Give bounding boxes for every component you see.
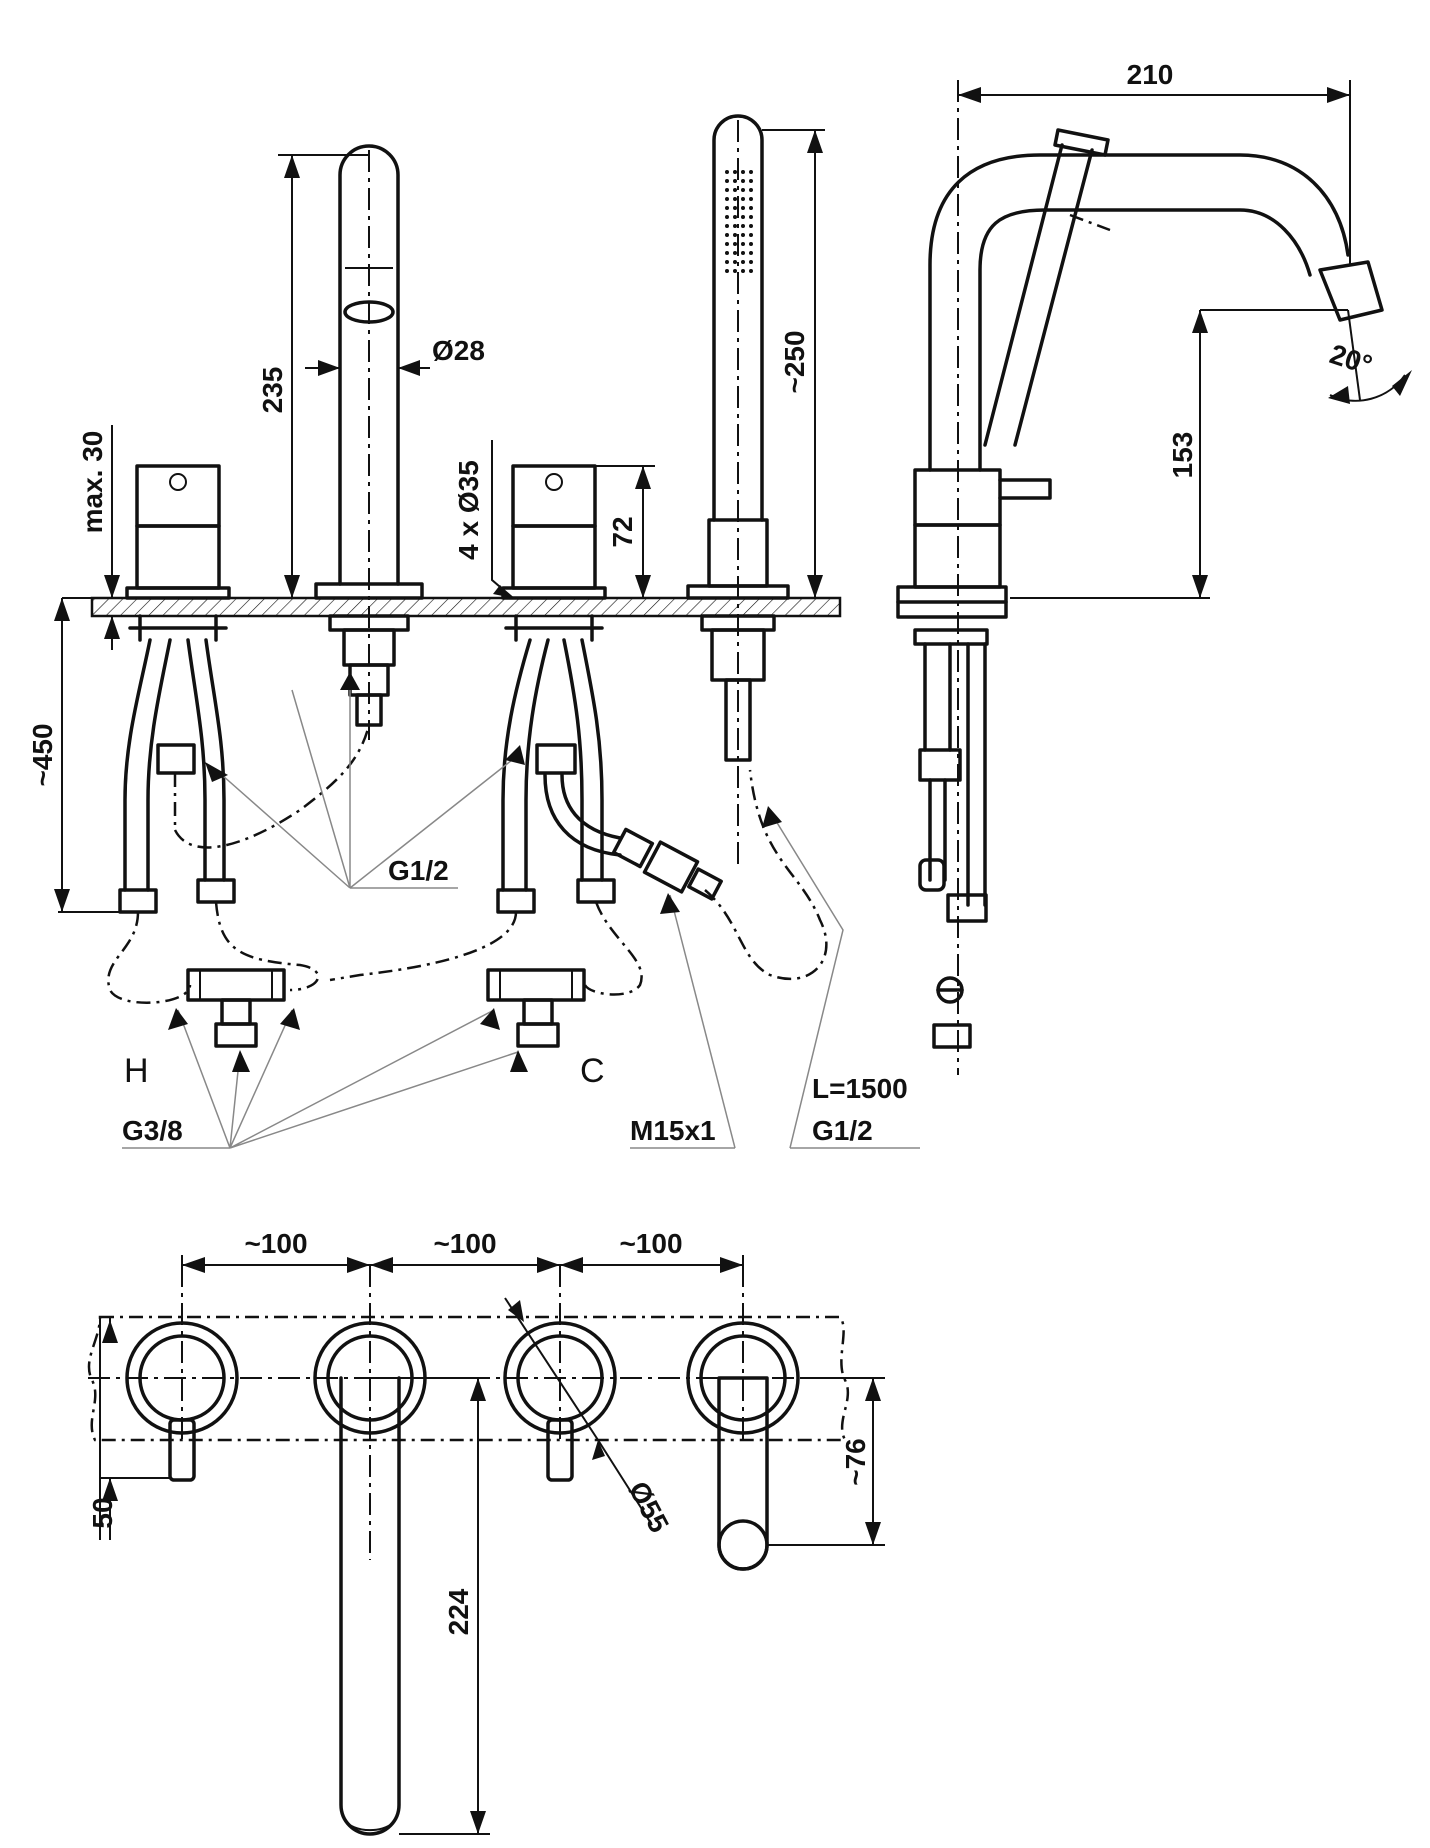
front-dimensions <box>54 129 825 913</box>
dim-72: 72 <box>607 516 638 547</box>
hose-coupling <box>611 827 723 901</box>
dim-76: ~76 <box>840 1438 871 1486</box>
dim-210: 210 <box>1127 59 1174 90</box>
t-piece-cold <box>486 968 586 1048</box>
dim-50: 50 <box>87 1497 118 1528</box>
side-spout <box>928 153 1350 472</box>
dim-250: ~250 <box>779 330 810 393</box>
hot-valve <box>118 464 236 914</box>
leader-arrows <box>168 672 782 1072</box>
dim-20deg: 20° <box>1326 338 1376 381</box>
leader-lines <box>122 680 920 1149</box>
dim-spacing-3: ~100 <box>619 1228 682 1259</box>
dim-d28: Ø28 <box>432 335 485 366</box>
plan-cold-valve <box>503 1297 653 1526</box>
label-g12-hose: G1/2 <box>812 1115 873 1146</box>
dim-450: ~450 <box>27 723 58 786</box>
side-elevation-view: 210 153 20° <box>896 59 1412 1075</box>
dim-spacing-2: ~100 <box>433 1228 496 1259</box>
front-elevation-view: 235 Ø28 ~250 max. 30 4 x Ø35 72 ~450 G1/… <box>27 114 920 1149</box>
label-l1500: L=1500 <box>812 1073 908 1104</box>
label-g38: G3/8 <box>122 1115 183 1146</box>
dim-max30: max. 30 <box>77 431 108 534</box>
shower-nozzle-pattern <box>725 170 753 273</box>
dim-spacing-1: ~100 <box>244 1228 307 1259</box>
dim-153: 153 <box>1167 432 1198 479</box>
dim-224: 224 <box>443 1588 474 1635</box>
label-hot: H <box>124 1052 149 1090</box>
dim-235: 235 <box>257 367 288 414</box>
label-g12-supply: G1/2 <box>388 855 449 886</box>
t-piece-hot <box>186 968 286 1048</box>
deck-plate <box>90 596 842 618</box>
cold-valve <box>496 464 622 914</box>
dim-4xd35: 4 x Ø35 <box>453 460 484 560</box>
dim-d55: Ø55 <box>623 1476 675 1537</box>
connection-hoses <box>107 724 828 1004</box>
hand-shower <box>686 114 790 870</box>
spout <box>314 144 424 740</box>
label-cold: C <box>580 1052 605 1090</box>
plan-hot-valve <box>125 1321 239 1482</box>
label-m15x1: M15x1 <box>630 1115 716 1146</box>
plan-view: ~100 ~100 ~100 Ø55 ~76 50 224 <box>87 1228 885 1836</box>
